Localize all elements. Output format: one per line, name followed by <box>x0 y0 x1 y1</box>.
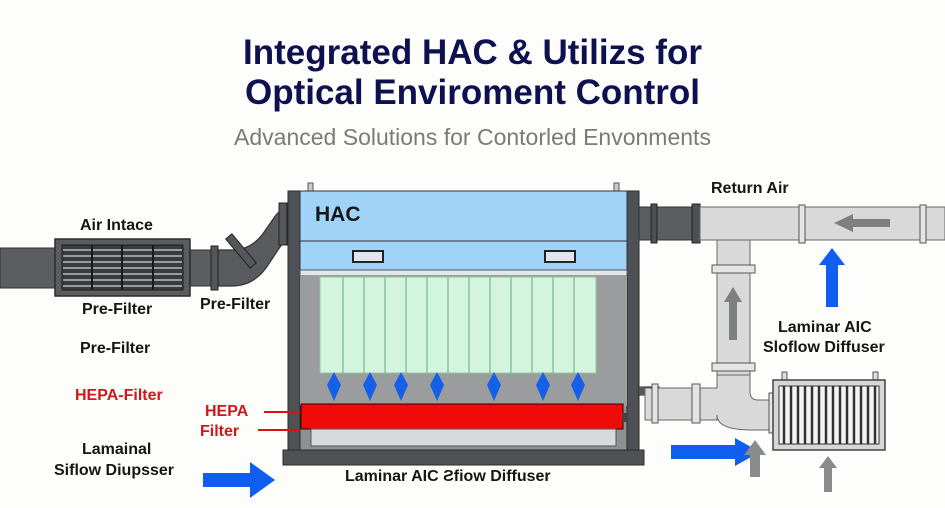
airflow-arrows <box>327 372 585 401</box>
label-hepa-callout-2: Filter <box>200 423 240 440</box>
label-return-air: Return Air <box>711 180 789 197</box>
label-bottom-diffuser: Laminar AIC Ƨfiow Diffuser <box>345 468 551 485</box>
inflow-arrow <box>203 462 275 498</box>
label-lamainal-1: Lamainal <box>82 441 152 458</box>
hepa-callout-lines <box>258 411 300 431</box>
title-line-1: Integrated HAC & Utilizs for <box>243 33 702 72</box>
label-lamainal-2: Siflow Diupsser <box>54 462 175 479</box>
label-pre-filter-3: Pre-Filter <box>80 340 151 357</box>
hac-unit <box>282 182 645 466</box>
return-duct <box>638 203 945 492</box>
intake-duct <box>0 202 293 291</box>
label-hepa-callout-1: HEPA <box>205 403 249 420</box>
label-hac: HAC <box>315 203 361 226</box>
label-laminar-right-1: Laminar AIC <box>778 319 872 336</box>
subtitle: Advanced Solutions for Contorled Envonme… <box>234 124 711 150</box>
label-laminar-right-2: Sloflow Diffuser <box>763 339 885 356</box>
title-line-2: Optical Enviroment Control <box>244 73 701 112</box>
air-intake-filter-box <box>54 238 191 297</box>
label-hepa-filter-left: HEPA-Filter <box>75 387 163 404</box>
label-pre-filter-1: Pre-Filter <box>82 301 153 318</box>
label-pre-filter-2: Pre-Filter <box>200 296 271 313</box>
label-air-intake: Air Intace <box>80 217 153 234</box>
